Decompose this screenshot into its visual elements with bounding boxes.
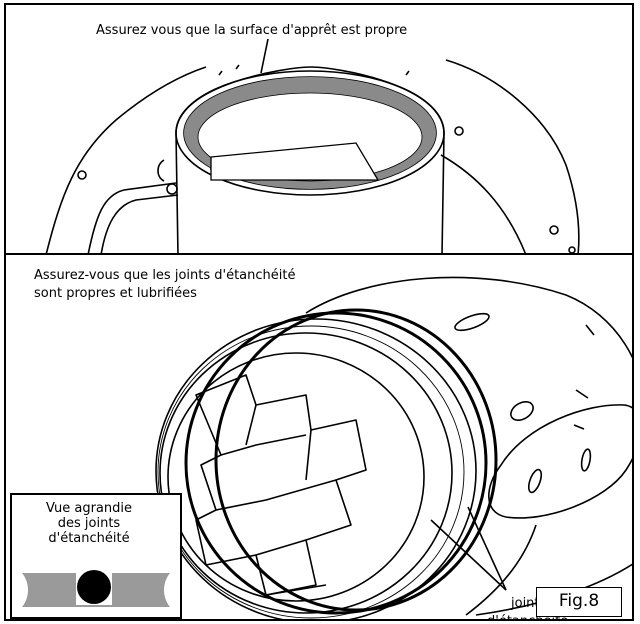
housing-left-arm-outer bbox=[45, 66, 207, 253]
top-panel: Assurez vous que la surface d'apprêt est… bbox=[4, 3, 634, 255]
seal-leader-line-1 bbox=[430, 519, 507, 591]
inset-title-line1: Vue agrandie bbox=[45, 501, 132, 516]
front-rim-inner bbox=[159, 332, 453, 614]
seal-label-line2: d'étanchéité bbox=[487, 613, 568, 619]
cylinder-left-wall bbox=[175, 132, 179, 253]
housing-body-outline bbox=[305, 276, 632, 616]
inset-title-line2: des joints bbox=[57, 516, 121, 531]
bottom-panel: Assurez-vous que les joints d'étanchéité… bbox=[4, 253, 634, 621]
housing-right-hole bbox=[454, 126, 464, 136]
housing-left-hole bbox=[77, 170, 87, 180]
seal-ring-2 bbox=[214, 308, 498, 612]
bottom-caption-line2: sont propres et lubrifiées bbox=[34, 286, 197, 301]
seal-cross-section bbox=[22, 569, 170, 607]
inner-vanes bbox=[195, 374, 367, 596]
dome-slot bbox=[454, 312, 490, 332]
priming-surface-illustration bbox=[45, 38, 580, 253]
figure-number: Fig.8 bbox=[536, 587, 622, 617]
inner-opening bbox=[167, 352, 425, 602]
seal-illustration bbox=[155, 276, 632, 619]
housing-right-arm-inner bbox=[440, 154, 527, 253]
seal-ring-1 bbox=[184, 311, 488, 615]
enlarged-view-inset: Vue agrandie des joints d'étanchéité bbox=[10, 493, 182, 619]
o-ring-seal bbox=[77, 570, 111, 604]
inset-title-line3: d'étanchéité bbox=[48, 531, 130, 546]
housing-left-arm-inner bbox=[87, 182, 177, 253]
cylinder-right-wall bbox=[441, 132, 445, 253]
front-rim-outer bbox=[155, 318, 477, 619]
top-caption: Assurez vous que la surface d'apprêt est… bbox=[96, 23, 408, 38]
caption-leader-line bbox=[260, 38, 269, 74]
housing-right-arm-outer bbox=[445, 59, 580, 253]
side-flange bbox=[488, 404, 632, 519]
bottom-caption-line1: Assurez-vous que les joints d'étanchéité bbox=[34, 268, 296, 283]
seal-leader-line-2 bbox=[467, 506, 507, 591]
